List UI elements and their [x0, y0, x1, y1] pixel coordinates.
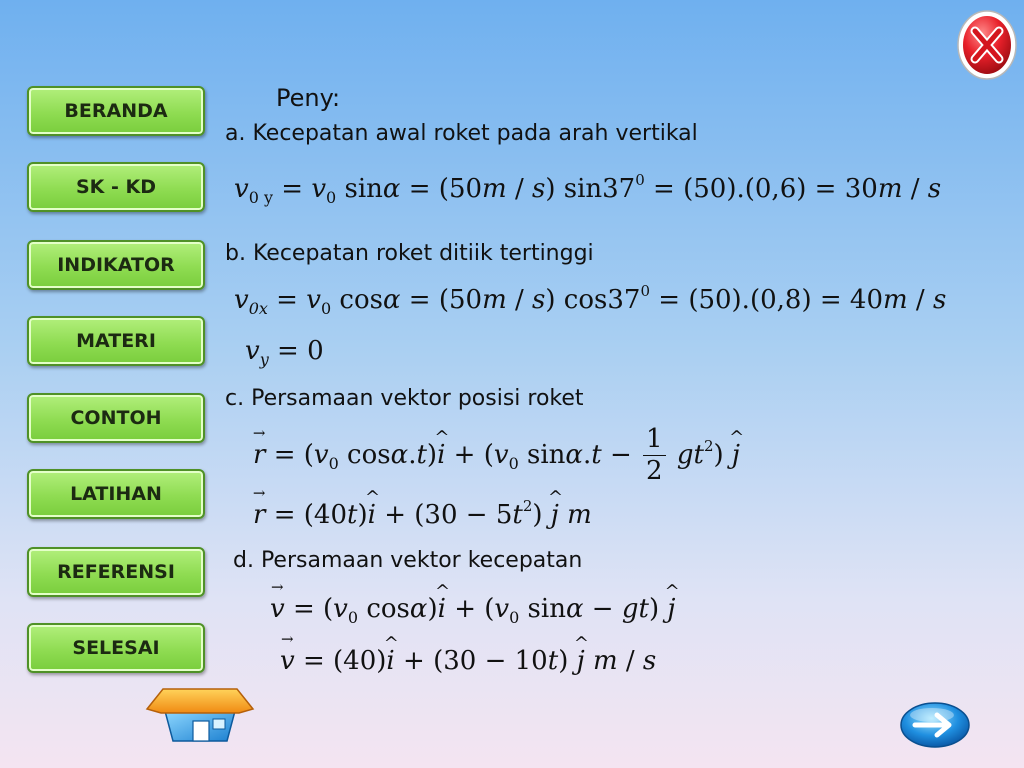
nav-contoh-button[interactable]: CONTOH — [27, 393, 205, 443]
nav-selesai-button[interactable]: SELESAI — [27, 623, 205, 673]
next-button[interactable] — [899, 701, 971, 749]
nav-indikator-button[interactable]: INDIKATOR — [27, 240, 205, 290]
equation-a: v0 y = v0 sinα = (50m / s) sin370 = (50)… — [234, 171, 942, 207]
equation-d2: v = (40)i + (30 − 10t) j m / s — [280, 648, 656, 674]
nav-latihan-button[interactable]: LATIHAN — [27, 469, 205, 519]
home-icon — [145, 688, 255, 742]
equation-c2: r = (40t)i + (30 − 5t2) j m — [253, 499, 592, 529]
nav-sk-kd-button[interactable]: SK - KD — [27, 162, 205, 212]
nav-beranda-button[interactable]: BERANDA — [27, 86, 205, 136]
nav-materi-button[interactable]: MATERI — [27, 316, 205, 366]
home-button[interactable] — [143, 683, 257, 743]
equation-d1: v = (v0 cosα)i + (v0 sinα − gt) j — [270, 596, 675, 626]
close-x-icon — [957, 10, 1017, 80]
part-b-label: b. Kecepatan roket ditiik tertinggi — [225, 241, 594, 266]
nav-referensi-button[interactable]: REFERENSI — [27, 547, 205, 597]
equation-b: v0x = v0 cosα = (50m / s) cos370 = (50).… — [234, 282, 947, 318]
right-arrow-icon — [900, 702, 970, 748]
part-a-label: a. Kecepatan awal roket pada arah vertik… — [225, 121, 698, 146]
part-c-label: c. Persamaan vektor posisi roket — [225, 386, 584, 411]
solution-heading: Peny: — [276, 84, 341, 112]
close-button[interactable] — [956, 5, 1018, 81]
part-d-label: d. Persamaan vektor kecepatan — [233, 548, 583, 573]
equation-vy: vy = 0 — [245, 336, 324, 369]
equation-c1: r = (v0 cosα.t)i + (v0 sinα.t − 12 gt2) … — [253, 425, 740, 486]
